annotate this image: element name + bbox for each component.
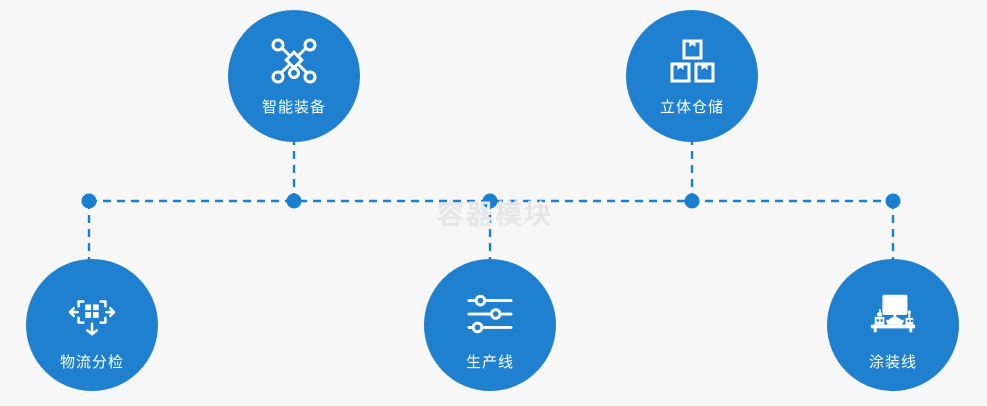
bus-dot <box>81 193 97 209</box>
node-label: 生产线 <box>465 354 514 371</box>
node-label: 智能装备 <box>261 99 326 116</box>
bus-dot <box>885 193 901 209</box>
bus-dot <box>286 193 302 209</box>
watermark-text: 容器模块 <box>437 200 553 230</box>
network-nodes-icon <box>271 38 317 84</box>
sorting-arrows-icon <box>68 300 116 336</box>
paint-machine-icon <box>870 294 916 333</box>
node-warehouse[interactable]: 立体仓储 <box>626 10 758 142</box>
node-smart-equipment[interactable]: 智能装备 <box>228 10 360 142</box>
stacked-boxes-icon <box>670 39 715 83</box>
node-painting-line[interactable]: 涂装线 <box>827 259 959 391</box>
node-production-line[interactable]: 生产线 <box>424 259 556 391</box>
node-label: 物流分检 <box>59 354 124 371</box>
node-label: 立体仓储 <box>659 99 724 116</box>
node-logistics-sorting[interactable]: 物流分检 <box>26 259 158 391</box>
bus-dot <box>684 193 700 209</box>
node-label: 涂装线 <box>868 354 917 371</box>
sliders-icon <box>467 294 513 334</box>
